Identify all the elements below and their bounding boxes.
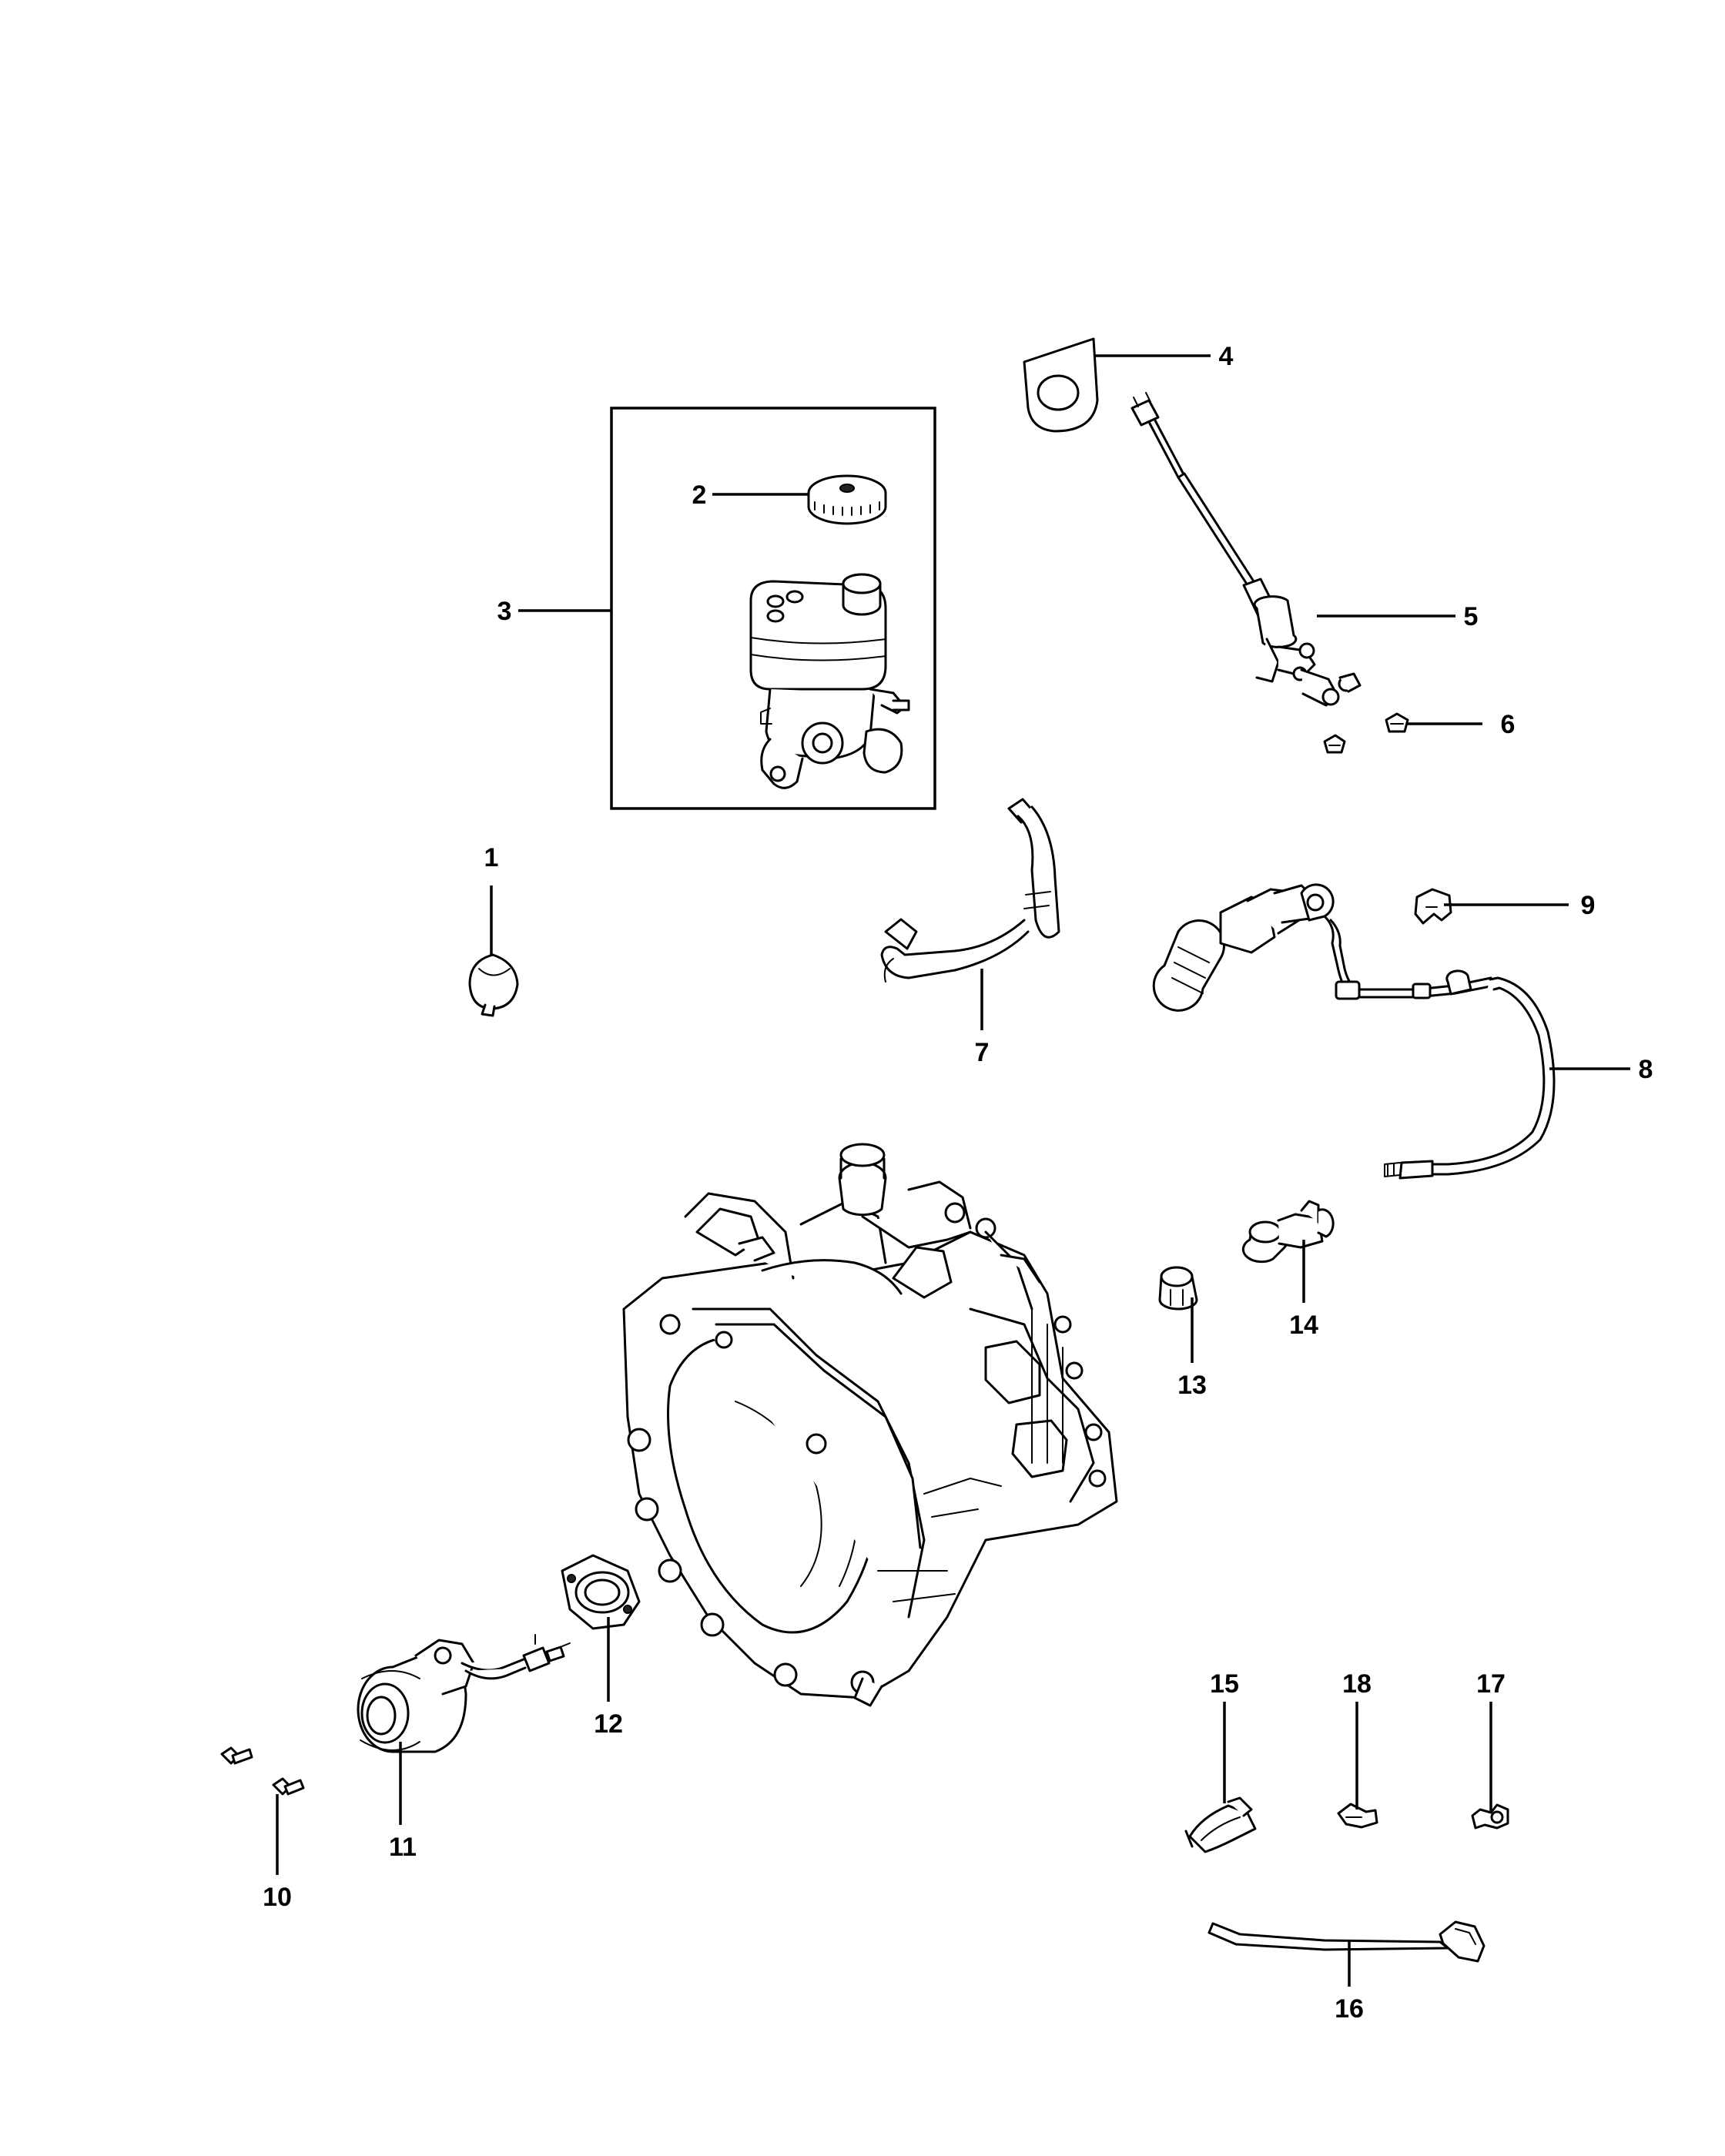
seal-retainer-part (561, 1554, 641, 1630)
bolt-part (220, 1746, 305, 1796)
plug-part (1158, 1266, 1198, 1311)
callout-16: 16 (1335, 1994, 1364, 2024)
reservoir-cap-part (807, 474, 887, 525)
callout-18: 18 (1342, 1669, 1372, 1699)
group-box-master-cylinder (610, 407, 936, 810)
callout-7: 7 (975, 1038, 990, 1067)
leader-lines (276, 354, 1630, 1987)
callout-10: 10 (263, 1883, 292, 1912)
callout-17: 17 (1476, 1669, 1506, 1699)
callout-5: 5 (1464, 602, 1479, 631)
callout-14: 14 (1289, 1311, 1318, 1340)
clip-part (1323, 712, 1409, 754)
callout-6: 6 (1501, 710, 1516, 739)
callout-labels: 1 2 3 4 5 6 7 8 9 10 11 12 13 14 15 16 1… (263, 342, 1653, 2024)
gasket-plate-part (1023, 337, 1099, 433)
callout-3: 3 (497, 597, 512, 626)
transmission-assembly (622, 1143, 1118, 1707)
cable-tie-part (1208, 1920, 1486, 1963)
clutch-master-cylinder-part (1130, 392, 1362, 707)
hydraulic-line-part (1152, 883, 1556, 1180)
clamp-part (468, 953, 519, 1017)
callout-9: 9 (1581, 891, 1596, 920)
master-cylinder-part (749, 573, 910, 789)
callout-12: 12 (594, 1709, 623, 1739)
callout-4: 4 (1219, 342, 1234, 371)
bracket-part (1184, 1796, 1257, 1853)
callout-1: 1 (484, 843, 499, 872)
callout-11: 11 (389, 1833, 417, 1862)
vent-fitting-part (1241, 1200, 1335, 1264)
clip-part (1414, 888, 1452, 925)
slave-cylinder-part (357, 1634, 571, 1753)
callout-15: 15 (1210, 1669, 1239, 1699)
hose-part (880, 798, 1060, 983)
callout-8: 8 (1639, 1055, 1653, 1084)
callout-2: 2 (692, 480, 707, 510)
callout-13: 13 (1177, 1371, 1207, 1400)
clip-part (1337, 1803, 1378, 1829)
clip-part (1471, 1803, 1509, 1830)
